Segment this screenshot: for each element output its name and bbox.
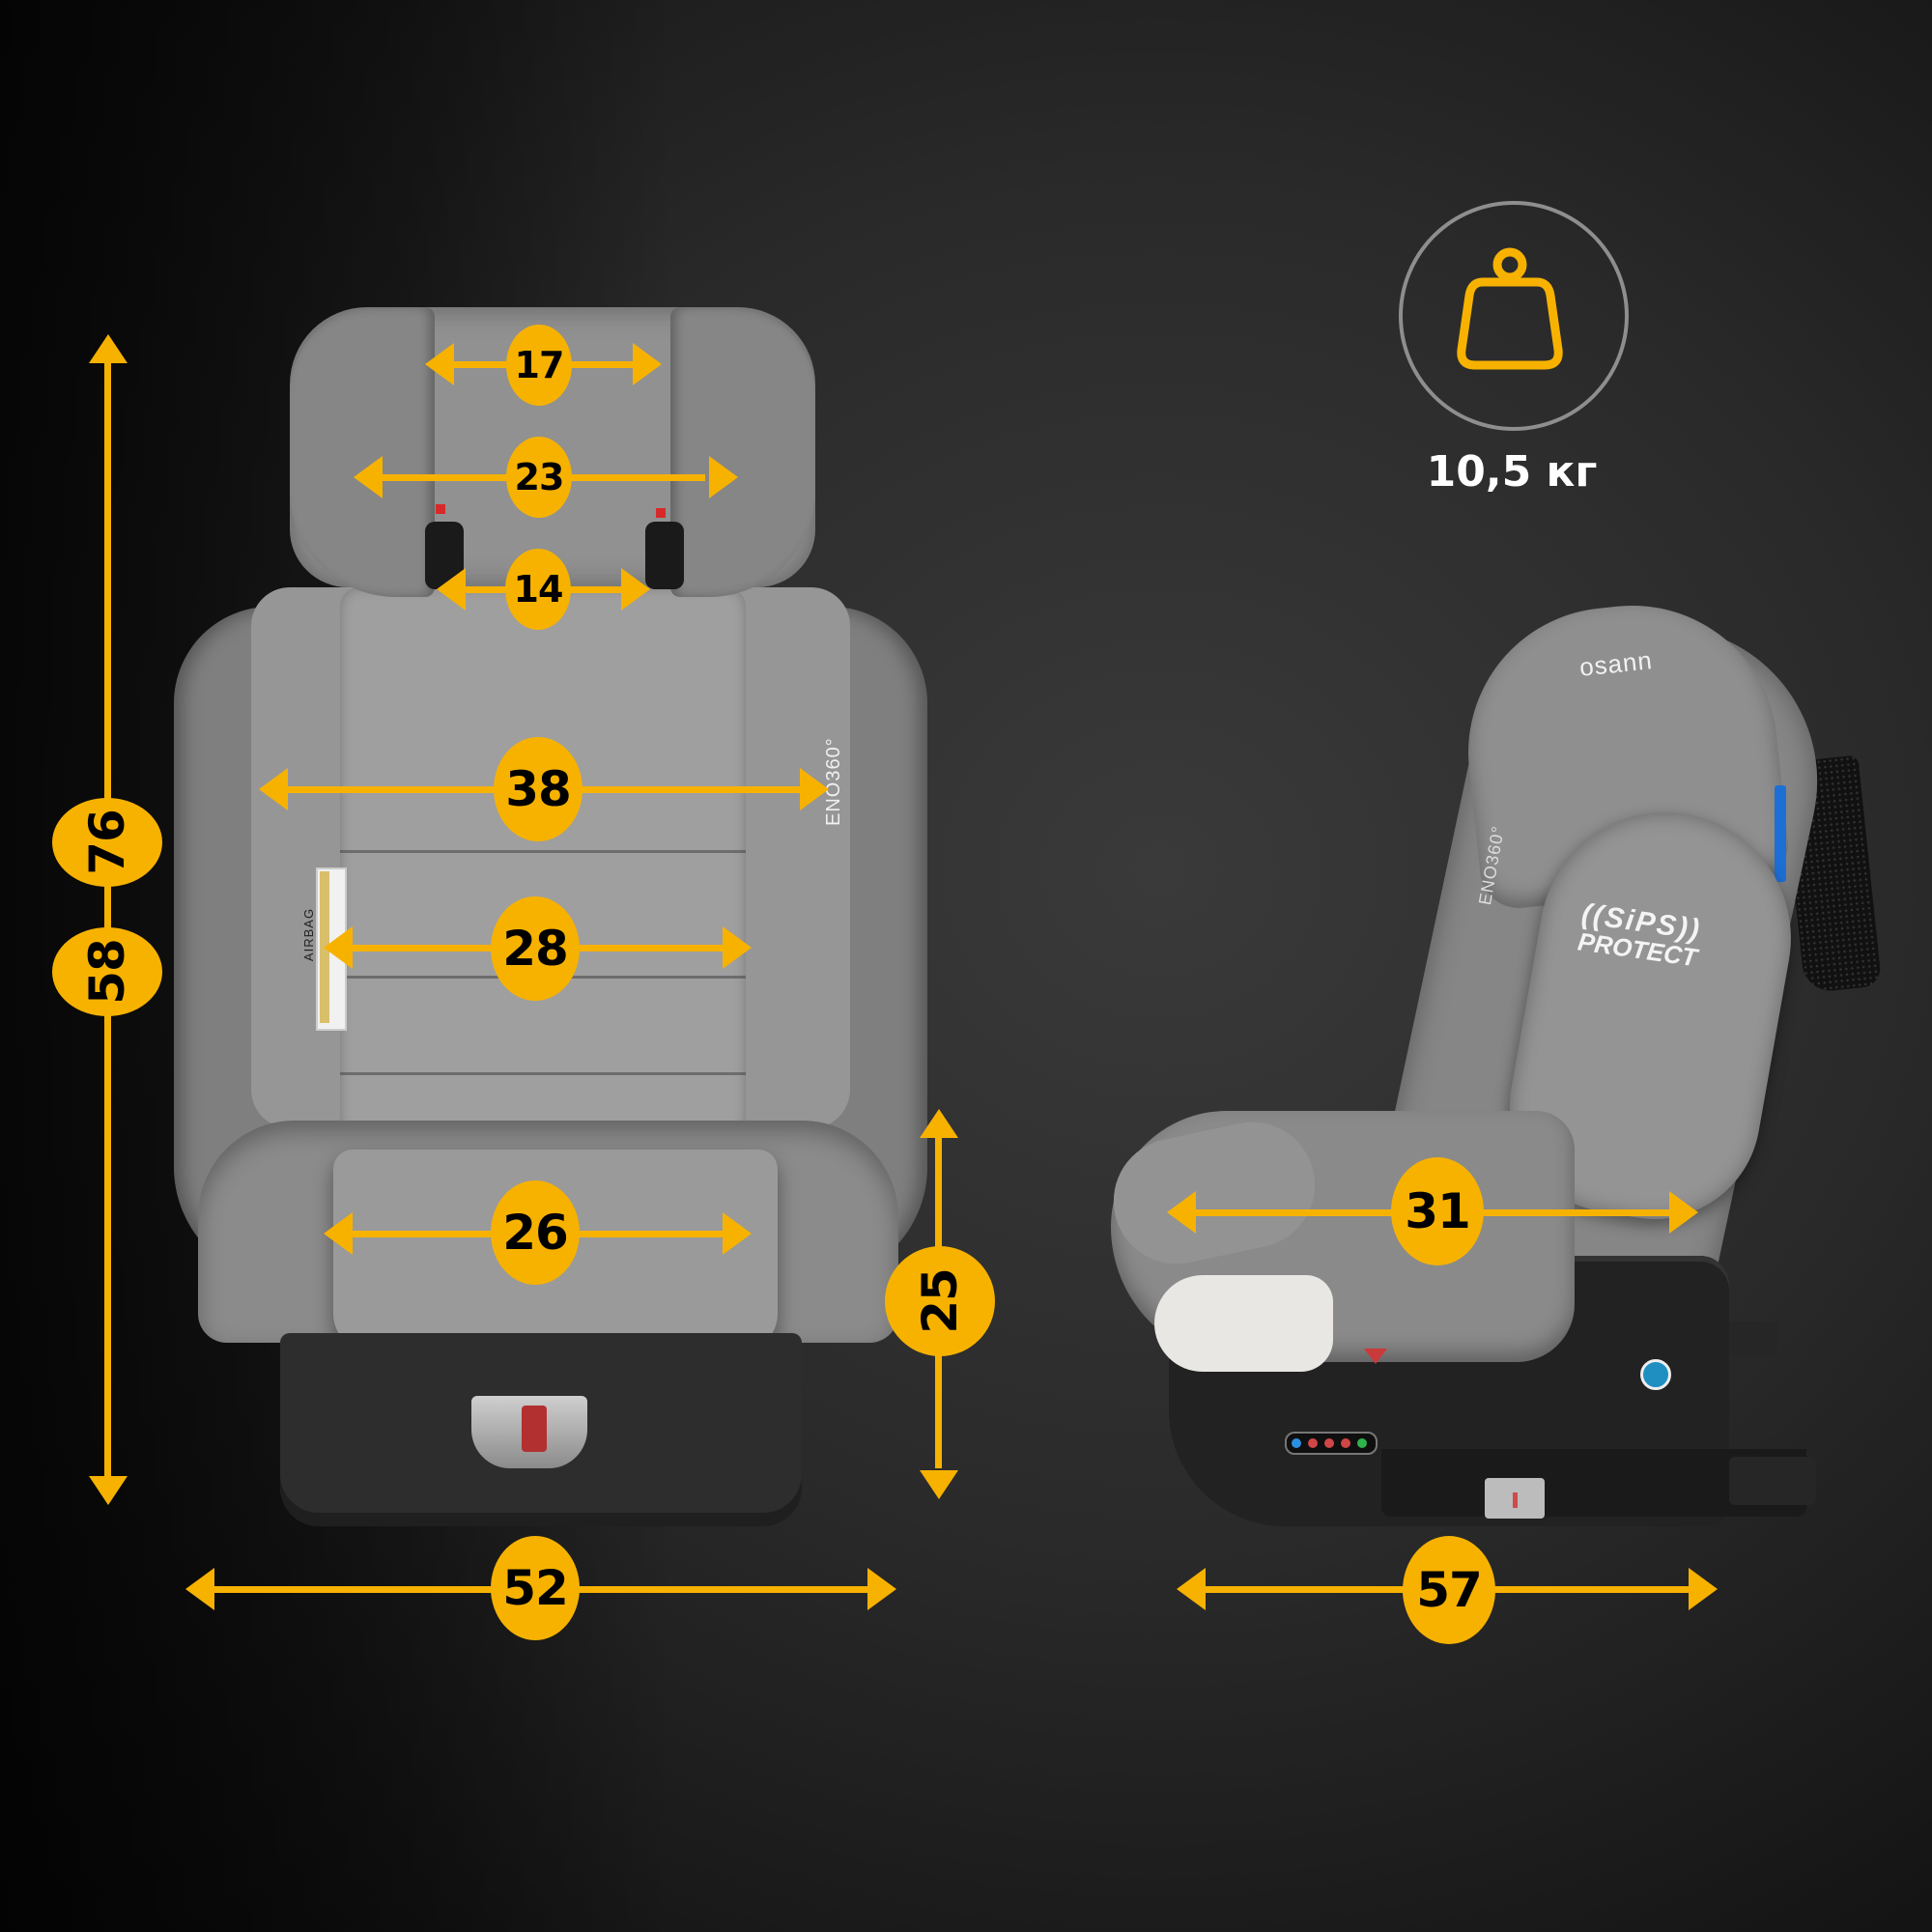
arrow-left-icon [259,768,288,810]
arrow-right-icon [723,926,752,969]
dimension-badge: 23 [506,437,572,518]
arrow-left-icon [1167,1191,1196,1234]
instruction-sticker [1154,1275,1333,1372]
arrow-right-icon [723,1212,752,1255]
arrow-right-icon [800,768,829,810]
weight-icon [1457,247,1563,370]
dimension-badge: 26 [491,1180,580,1285]
arrow-left-icon [185,1568,214,1610]
airbag-warning-text: AIRBAG [301,907,317,962]
backrest-seam [340,850,746,853]
arrow-right-icon [867,1568,896,1610]
headrest-red-marker-left [436,504,445,514]
headrest-left-wing [290,307,435,597]
dimension-badge: 14 [505,549,571,630]
headrest-right-wing [670,307,815,597]
dimension-line [104,357,111,1488]
arrow-left-icon [1177,1568,1206,1610]
isofix-upper-guide [1729,1321,1777,1355]
dimension-badge: 38 [494,737,582,841]
weight-value: 10,5 кг [1426,447,1598,497]
blue-strap [1775,785,1786,882]
dimension-badge: 25 [885,1246,995,1356]
arrow-right-icon [621,568,650,611]
indicator-badge-icon [1640,1359,1671,1390]
dimension-badge: 31 [1391,1157,1484,1265]
arrow-right-icon [1669,1191,1698,1234]
arrow-left-icon [425,343,454,385]
arrow-left-icon [324,926,353,969]
arrow-down-icon [89,1476,128,1505]
arrow-left-icon [324,1212,353,1255]
arrow-up-icon [920,1109,958,1138]
adjuster-button [522,1406,547,1452]
dimension-badge: 52 [491,1536,580,1640]
arrow-left-icon [437,568,466,611]
backrest-insert [340,587,746,1148]
isofix-indicator-strip [1285,1432,1378,1455]
arrow-down-icon [920,1470,958,1499]
headrest-red-marker-right [656,508,666,518]
dimension-badge-58: 58 [52,927,162,1016]
rotation-marker-icon [1364,1349,1387,1364]
arrow-left-icon [354,456,383,498]
dimension-badge: 57 [1403,1536,1495,1644]
weight-icon-ring [1399,201,1629,431]
arrow-right-icon [1689,1568,1718,1610]
release-indicator [1513,1492,1518,1508]
arrow-right-icon [709,456,738,498]
dimension-badge: 17 [506,325,572,406]
isofix-connector [1729,1457,1816,1505]
dimension-badge: 28 [491,896,580,1001]
arrow-right-icon [633,343,662,385]
dimension-badge-76: 76 [52,798,162,887]
arrow-up-icon [89,334,128,363]
backrest-seam [340,1072,746,1075]
harness-slot-right [645,522,684,589]
